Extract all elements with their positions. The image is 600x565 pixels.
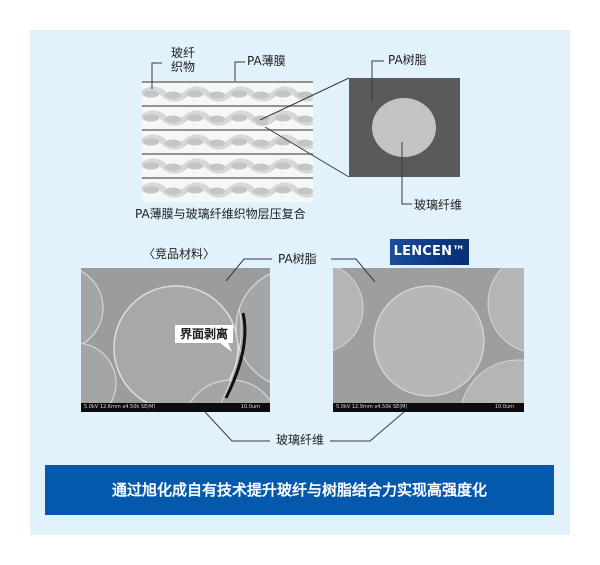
pa-film-layer xyxy=(142,153,313,155)
glass-fabric-layer xyxy=(142,83,313,105)
weave-pattern-icon xyxy=(142,110,313,126)
glass-fabric-layer xyxy=(142,131,313,153)
sem-fibers-icon xyxy=(333,268,524,412)
laminate-caption: PA薄膜与玻璃纤维织物层压复合 xyxy=(135,207,306,221)
glass-fabric-layer xyxy=(142,107,313,129)
sem-info-bar: 5.0kV 12.9mm x4.50k SE(M) 10.0um xyxy=(333,403,524,412)
pa-film-label: PA薄膜 xyxy=(247,54,286,68)
weave-pattern-icon xyxy=(142,158,313,174)
glass-fiber-cross-section xyxy=(372,98,436,157)
sem-info-text: 5.0kV 12.9mm x4.50k SE(M) xyxy=(336,404,408,410)
sem-info-bar: 5.0kV 12.6mm x4.50k SE(M) 10.0um xyxy=(81,403,270,412)
pa-resin-label: PA树脂 xyxy=(388,53,427,67)
sem-scale-text: 10.0um xyxy=(240,404,260,410)
glass-fiber-shared-label: 玻璃纤维 xyxy=(276,433,325,447)
lencen-brand-badge: LENCEN™ xyxy=(390,239,469,265)
glass-fabric-label-line2: 织物 xyxy=(171,60,196,74)
glass-fabric-label-line1: 玻纤 xyxy=(171,46,196,60)
pa-film-layer xyxy=(142,177,313,179)
glass-fabric-layer xyxy=(142,155,313,177)
lencen-sem-image: 5.0kV 12.9mm x4.50k SE(M) 10.0um xyxy=(333,268,524,412)
glass-fabric-layer xyxy=(142,179,313,201)
pa-film-layer xyxy=(142,81,313,83)
conclusion-banner: 通过旭化成自有技术提升玻纤与树脂结合力实现高强度化 xyxy=(45,465,554,515)
pa-resin-shared-label: PA树脂 xyxy=(278,252,317,266)
competitor-title: 〈竞品材料〉 xyxy=(143,247,216,261)
laminate-diagram xyxy=(142,81,313,202)
weave-pattern-icon xyxy=(142,86,313,102)
pa-film-layer xyxy=(142,129,313,131)
glass-fiber-label: 玻璃纤维 xyxy=(414,198,463,212)
sem-scale-text: 10.0um xyxy=(494,404,514,410)
pa-film-layer xyxy=(142,105,313,107)
interface-delamination-callout: 界面剥离 xyxy=(175,325,233,343)
sem-info-text: 5.0kV 12.6mm x4.50k SE(M) xyxy=(84,404,156,410)
weave-pattern-icon xyxy=(142,134,313,150)
weave-pattern-icon xyxy=(142,182,313,198)
competitor-sem-image: 5.0kV 12.6mm x4.50k SE(M) 10.0um xyxy=(81,268,270,412)
